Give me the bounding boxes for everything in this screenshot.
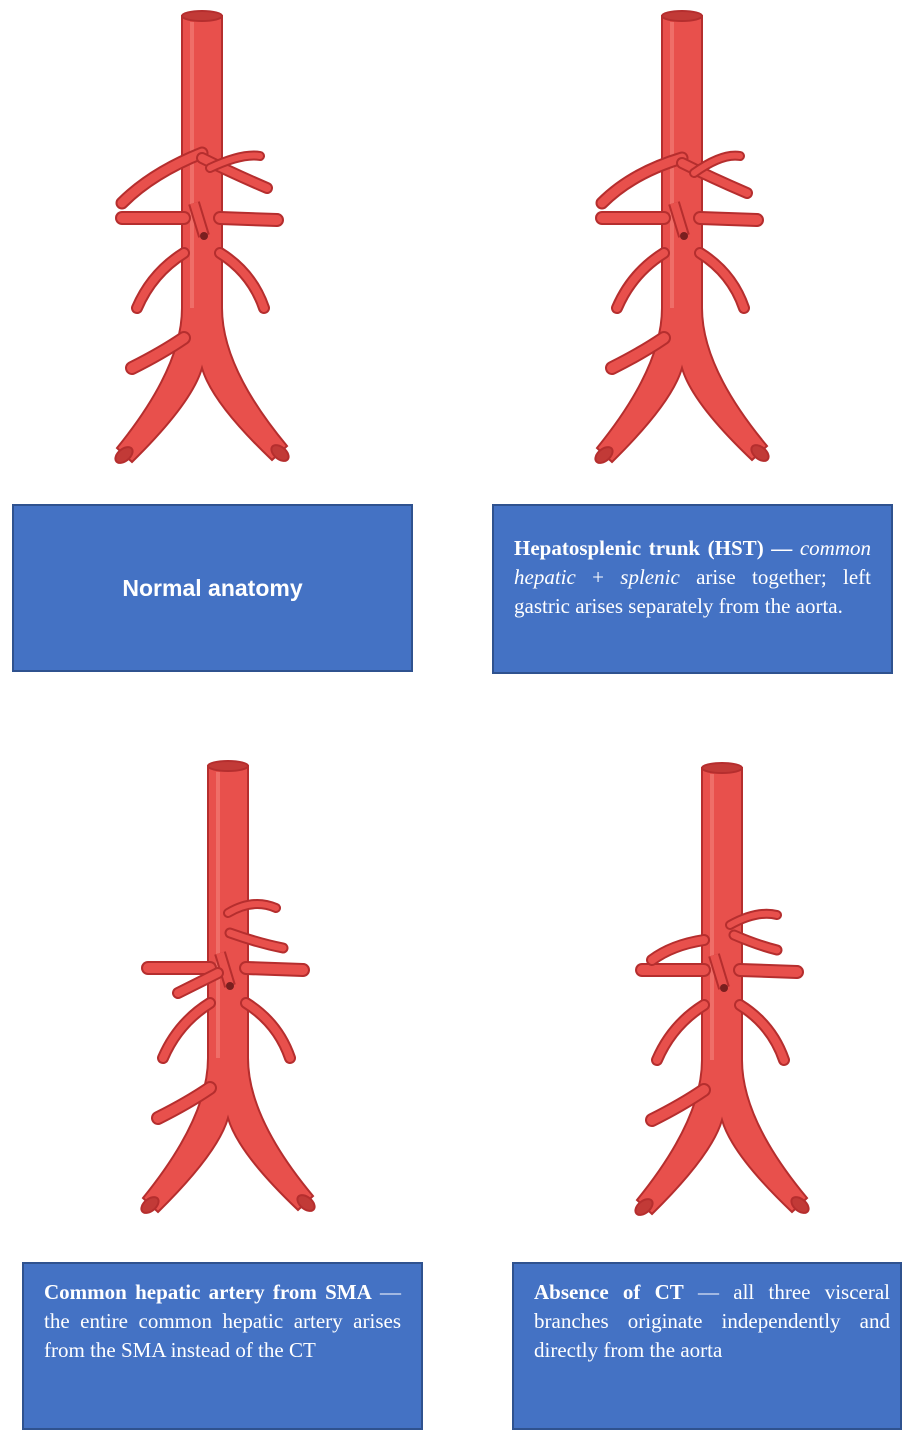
cha-sma-description: Common hepatic artery from SMA — the ent…: [44, 1278, 401, 1365]
label-box-hst: Hepatosplenic trunk (HST) — common hepat…: [492, 504, 893, 674]
aorta-illustration-normal: [92, 8, 312, 478]
label-box-cha-from-sma: Common hepatic artery from SMA — the ent…: [22, 1262, 423, 1430]
absent-ct-title: Absence of CT: [534, 1280, 684, 1304]
label-box-absent-ct: Absence of CT — all three visceral branc…: [512, 1262, 902, 1430]
hst-splenic: splenic: [620, 565, 679, 589]
label-box-normal: Normal anatomy: [12, 504, 413, 672]
hst-title: Hepatosplenic trunk (HST) —: [514, 536, 792, 560]
cha-sma-title: Common hepatic artery from SMA: [44, 1280, 372, 1304]
aorta-illustration-hst: [572, 8, 792, 478]
hst-plus: +: [576, 565, 620, 589]
hst-description: Hepatosplenic trunk (HST) — common hepat…: [514, 534, 871, 621]
aorta-illustration-absent-ct: [612, 760, 832, 1230]
normal-anatomy-label: Normal anatomy: [122, 575, 302, 602]
aorta-illustration-cha-from-sma: [118, 758, 338, 1228]
absent-ct-description: Absence of CT — all three visceral branc…: [534, 1278, 890, 1365]
